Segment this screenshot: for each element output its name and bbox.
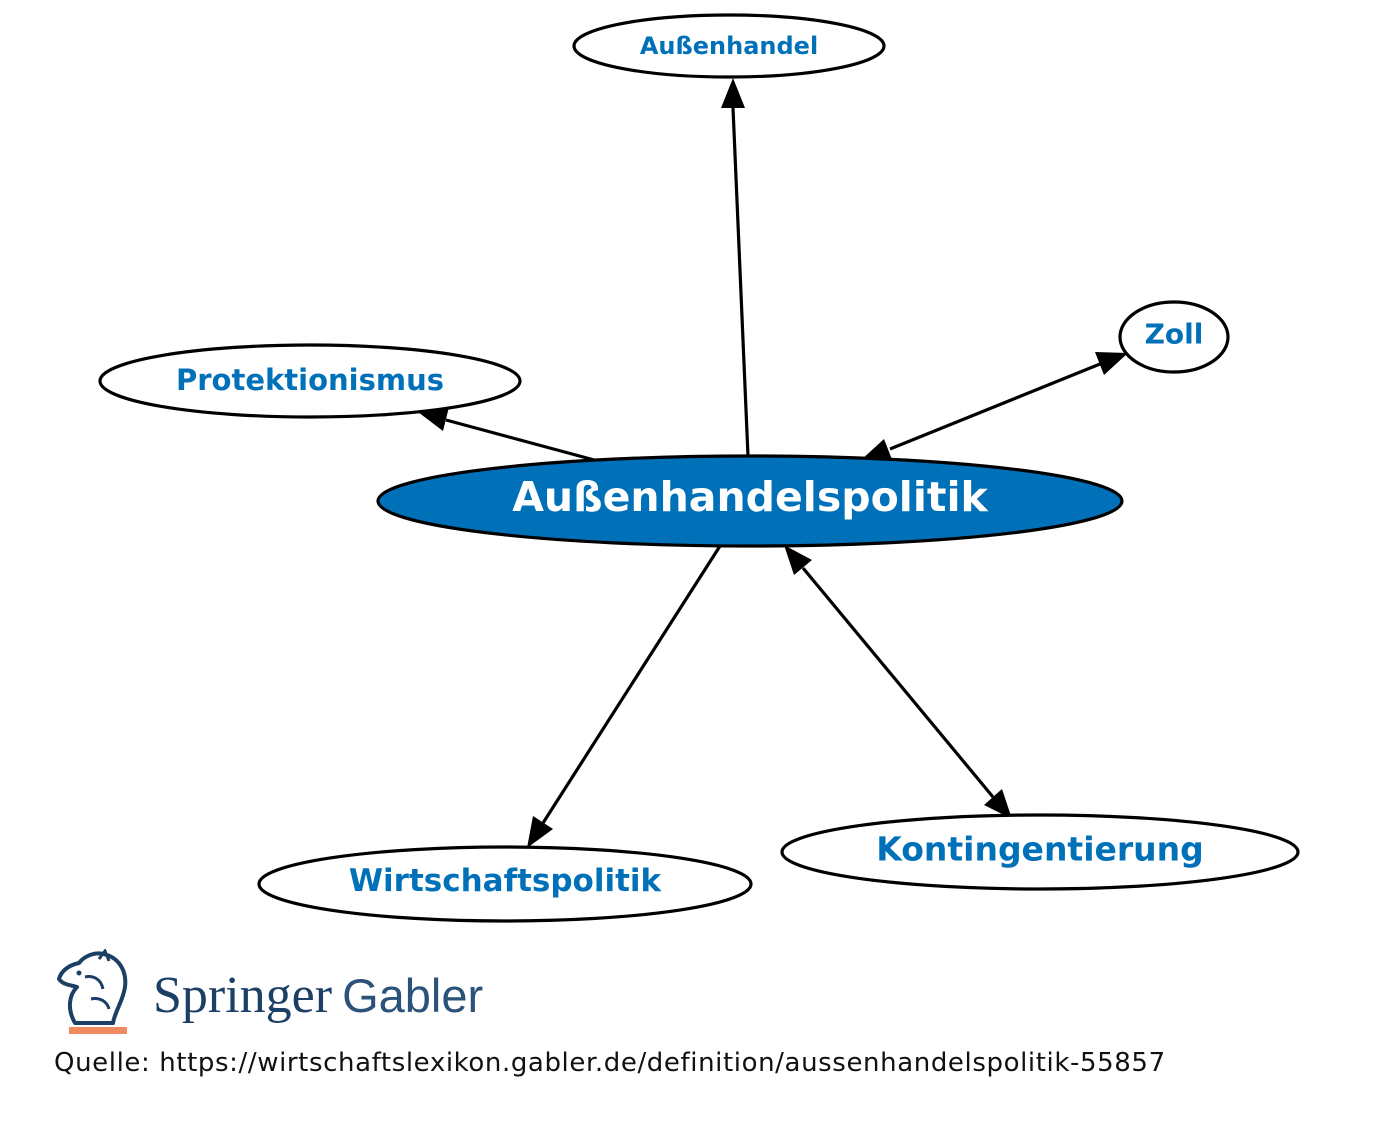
arrowhead-kontingentierung	[984, 789, 1012, 819]
arrowhead-zoll	[1095, 352, 1128, 375]
node-protektionismus-label[interactable]: Protektionismus	[176, 363, 444, 397]
node-kontingentierung[interactable]: Kontingentierung	[780, 813, 1300, 891]
source-citation: Quelle: https://wirtschaftslexikon.gable…	[54, 1048, 1166, 1078]
concept-map: Außenhandel Zoll Protektionismus Wirtsch…	[98, 13, 1300, 923]
arrowhead-zoll-back	[860, 439, 893, 462]
node-kontingentierung-label[interactable]: Kontingentierung	[876, 830, 1204, 869]
node-wirtschaftspolitik-label[interactable]: Wirtschaftspolitik	[349, 863, 663, 899]
node-protektionismus[interactable]: Protektionismus	[98, 343, 522, 419]
node-zoll-label[interactable]: Zoll	[1145, 318, 1204, 351]
arrowhead-kontingentierung-back	[784, 545, 812, 575]
edge-aussenhandel	[731, 107, 750, 457]
arrowhead-wirtschaftspolitik	[527, 816, 553, 848]
knight-chess-horse-icon	[57, 948, 128, 1034]
edges	[418, 78, 1128, 848]
brand-name: Springer	[153, 966, 333, 1024]
edge-wirtschaftspolitik	[541, 545, 722, 824]
edge-protektionismus	[445, 418, 599, 463]
arrowhead-protektionismus	[418, 407, 449, 431]
arrowhead-aussenhandel	[721, 78, 745, 108]
edge-zoll	[889, 362, 1101, 451]
node-aussenhandel[interactable]: Außenhandel	[572, 13, 886, 79]
node-zoll[interactable]: Zoll	[1118, 300, 1230, 374]
node-wirtschaftspolitik[interactable]: Wirtschaftspolitik	[257, 845, 753, 923]
brand-publisher: Gabler	[342, 968, 484, 1022]
node-center: Außenhandelspolitik	[376, 454, 1124, 548]
node-aussenhandel-label[interactable]: Außenhandel	[640, 32, 818, 60]
center-node-label: Außenhandelspolitik	[512, 473, 989, 521]
edge-kontingentierung	[801, 566, 995, 799]
